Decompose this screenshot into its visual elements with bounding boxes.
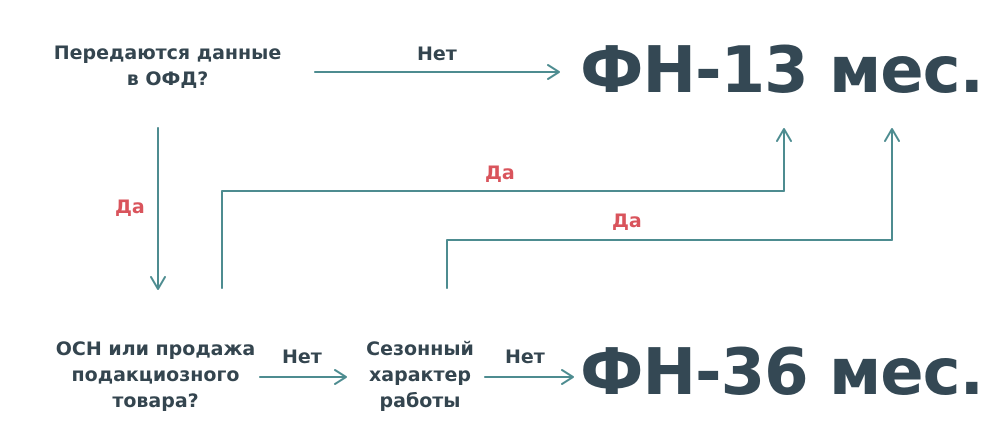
arrow-season-to-fn36 <box>484 369 574 385</box>
question-osn: ОСН или продажа подакциозного товара? <box>38 336 273 414</box>
edge-label-osn-no: Нет <box>282 346 322 368</box>
arrow-ofd-to-osn <box>150 127 166 290</box>
edge-label-osn-yes: Да <box>485 162 515 184</box>
question-ofd-line-1: Передаются данные <box>53 42 282 64</box>
question-osn-line-2: подакциозного <box>71 364 240 386</box>
edge-label-ofd-no: Нет <box>417 43 457 65</box>
edge-label-ofd-yes: Да <box>115 196 145 218</box>
question-ofd-line-2: в ОФД? <box>126 68 209 90</box>
question-season: Сезонный характер работы <box>345 336 495 414</box>
arrow-ofd-to-fn13 <box>314 64 560 80</box>
result-fn13: ФН-13 мес. <box>580 34 984 108</box>
arrow-season-to-fn13 <box>446 128 900 289</box>
arrow-osn-to-season <box>259 369 347 385</box>
arrow-osn-to-fn13 <box>221 128 792 289</box>
question-season-line-2: характер <box>369 364 471 386</box>
question-osn-line-1: ОСН или продажа <box>55 338 256 360</box>
question-season-line-3: работы <box>379 390 461 412</box>
edge-label-season-no: Нет <box>505 346 545 368</box>
question-season-line-1: Сезонный <box>366 338 474 360</box>
result-fn36: ФН-36 мес. <box>580 336 984 410</box>
question-osn-line-3: товара? <box>112 390 199 412</box>
edge-label-season-yes: Да <box>612 210 642 232</box>
question-ofd: Передаются данные в ОФД? <box>40 40 295 92</box>
